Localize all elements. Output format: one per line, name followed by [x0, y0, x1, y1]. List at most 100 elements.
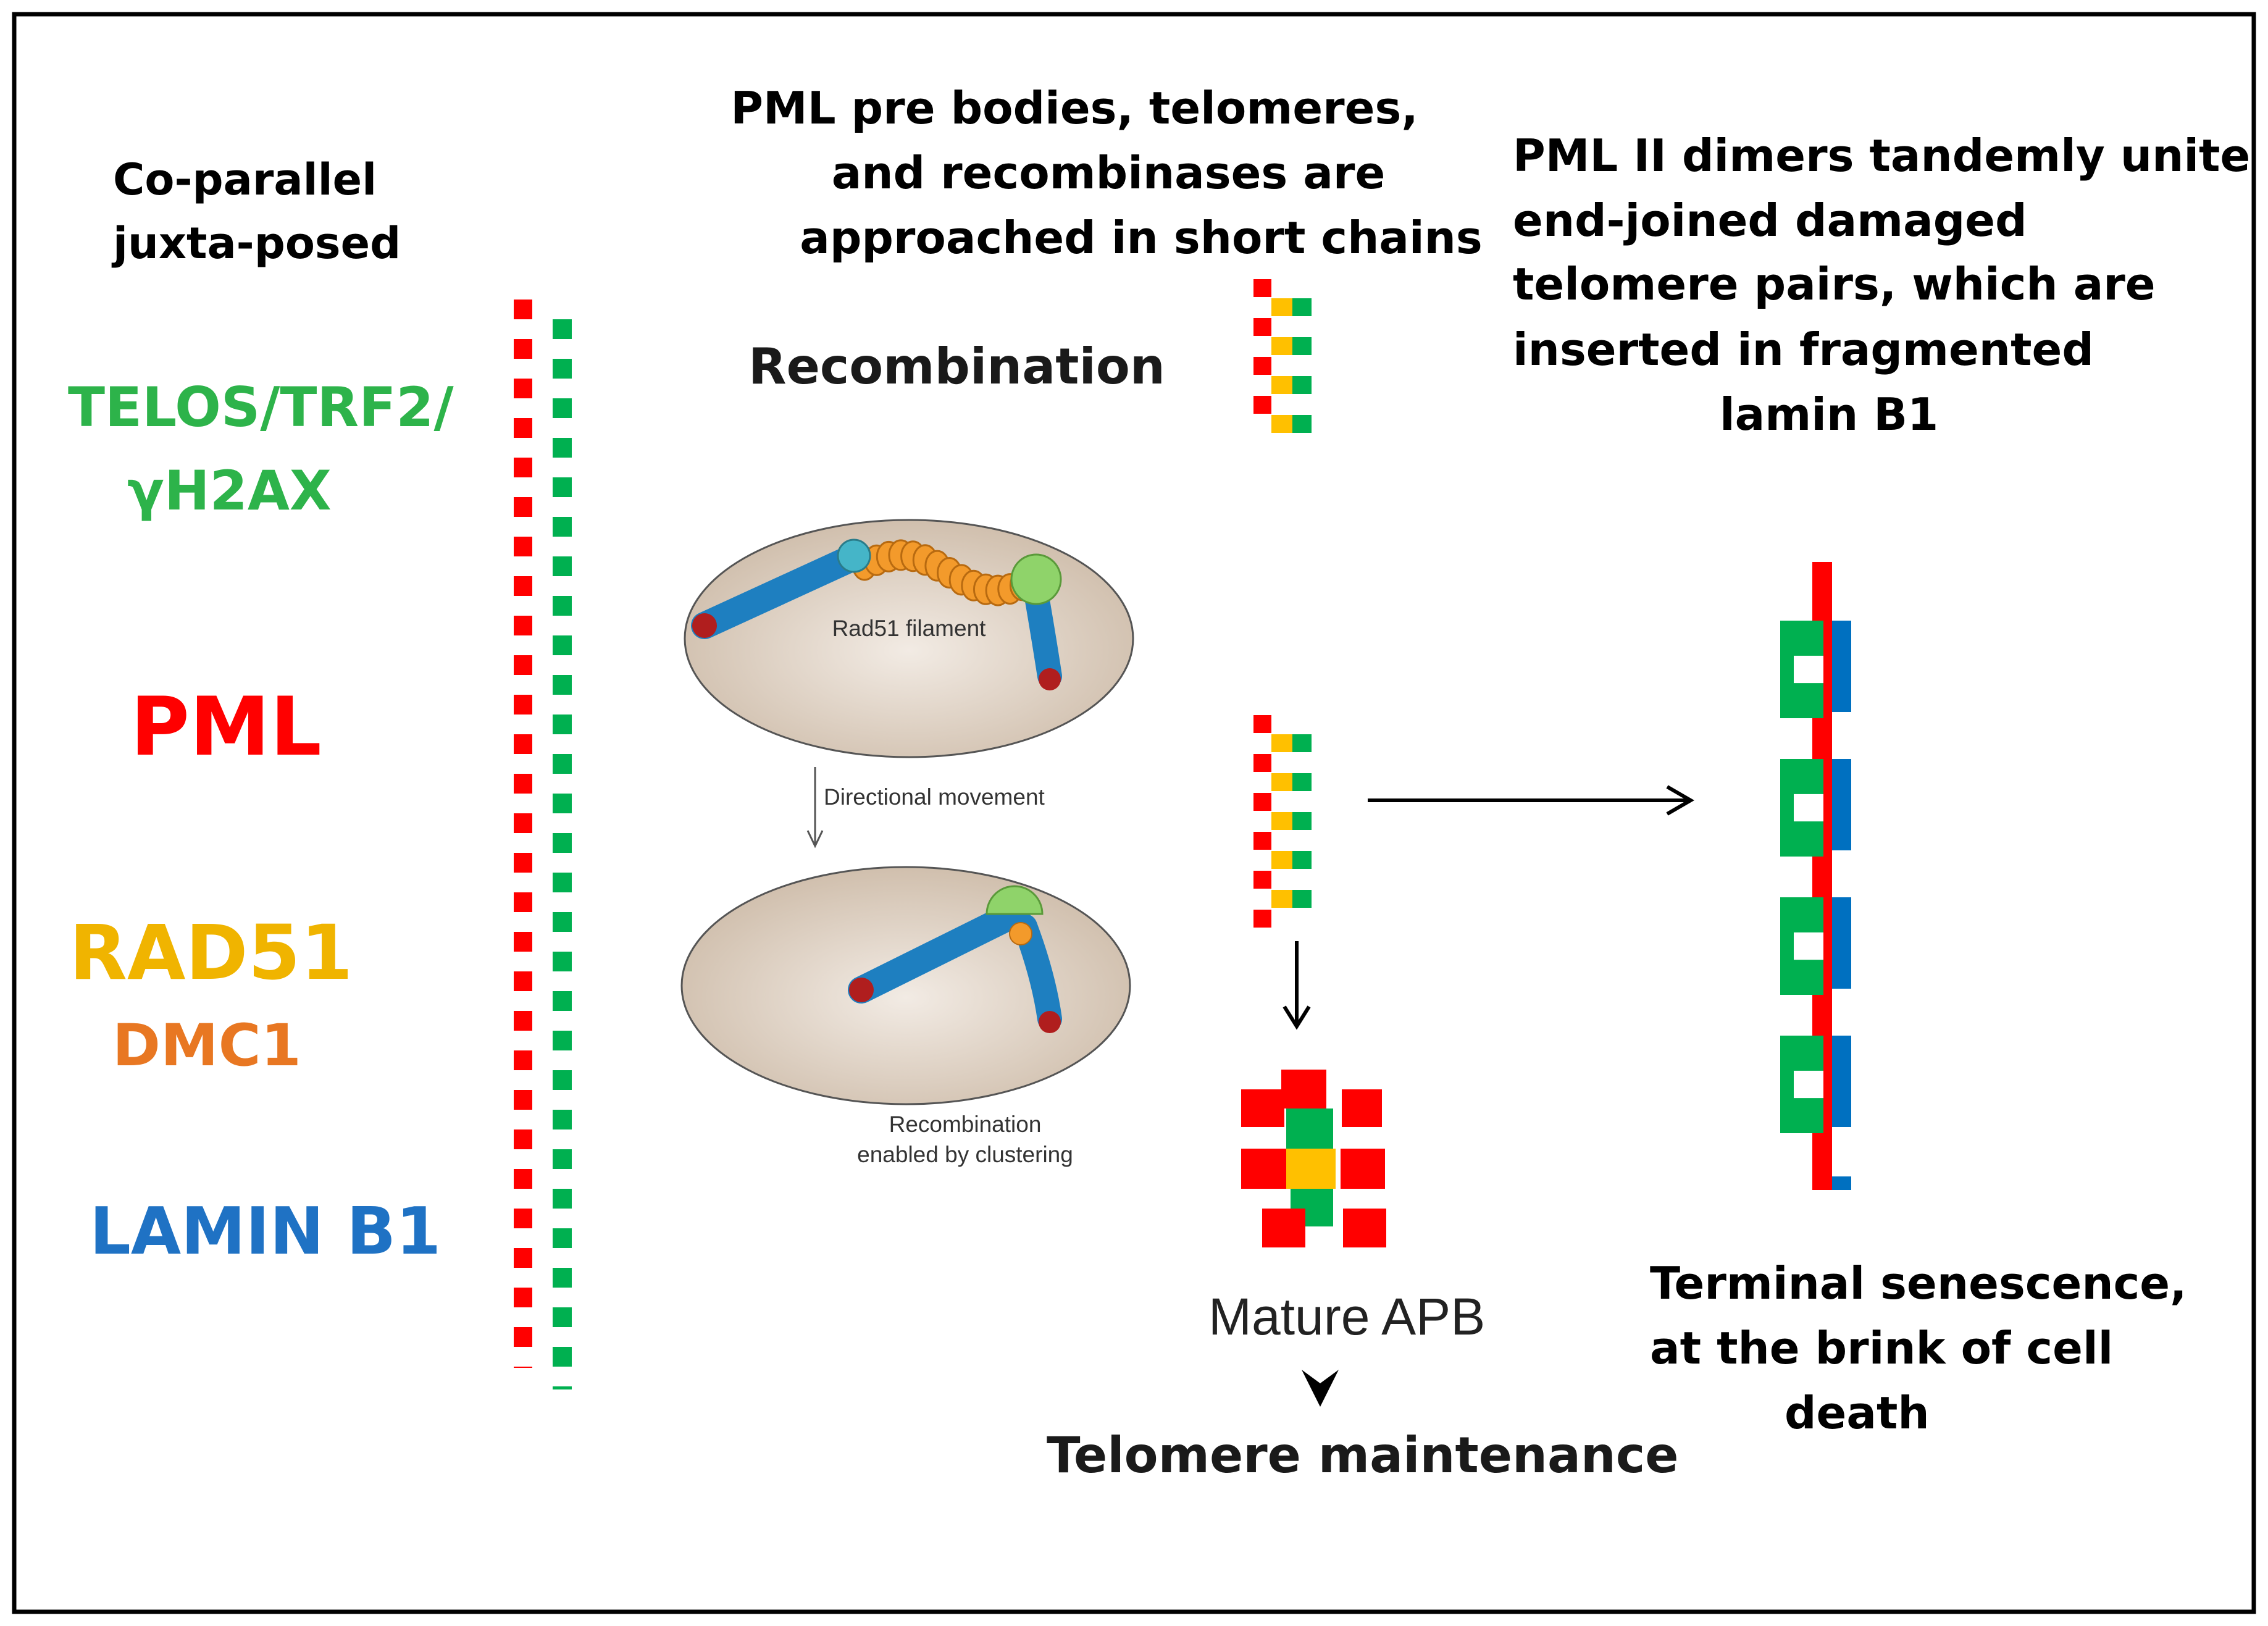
telomere-dash [553, 556, 572, 576]
pml-block [1281, 1070, 1326, 1108]
pml-dash [514, 1011, 532, 1031]
lamin-blue-bar [1832, 1036, 1851, 1127]
right-footer-line: at the brink of cell [1650, 1322, 2113, 1374]
cell-rad51-filament: Rad51 filament [684, 519, 1134, 758]
pml-dash [514, 1288, 532, 1307]
pml-block [1341, 1149, 1385, 1189]
pml-dash [514, 853, 532, 873]
chromosome-left [848, 901, 1027, 1004]
label-lamin: LAMIN B1 [90, 1194, 441, 1269]
telomere-dash [553, 1347, 572, 1367]
rad51-square [1271, 890, 1292, 908]
pml-dash [514, 932, 532, 952]
pml-dash [514, 300, 532, 319]
left-heading-line: juxta-posed [111, 218, 401, 269]
pml-square [1253, 793, 1271, 811]
green-dome [1010, 553, 1062, 605]
pml-dash [514, 734, 532, 754]
rad51-square [1271, 298, 1292, 316]
telomere-dash [553, 1149, 572, 1169]
pml-dash [514, 774, 532, 794]
short-chain-middle [1253, 715, 1312, 928]
telomere-dash [553, 873, 572, 892]
rad51-square [1271, 337, 1292, 355]
pml-square [1253, 832, 1271, 850]
pml-dash [514, 379, 532, 398]
telomere-end [849, 978, 874, 1002]
telomere-dash [553, 635, 572, 655]
pml-dash [514, 537, 532, 556]
rad51-square [1271, 415, 1292, 433]
telomere-dash [553, 359, 572, 379]
pml-square [1253, 715, 1271, 733]
telomere-dash [553, 319, 572, 339]
label-pml: PML [130, 679, 322, 774]
pml-dash [514, 616, 532, 635]
pml-dash [514, 655, 532, 675]
mature-apb-label: Mature APB [1208, 1288, 1485, 1346]
lamin-blue-bar [1832, 759, 1851, 850]
pml-dash [514, 339, 532, 359]
c-block-notch [1794, 1070, 1823, 1099]
clustering-label-line: Recombination [889, 1112, 1042, 1137]
telomere-end [692, 613, 717, 638]
telomere-dash [553, 794, 572, 813]
telomere-dash [553, 517, 572, 537]
telomere-dash [553, 991, 572, 1011]
rad51-square [1271, 812, 1292, 830]
directional-arrowhead [806, 830, 824, 849]
pml-square [1253, 910, 1271, 928]
directional-movement-label: Directional movement [824, 784, 1045, 810]
right-footer-line: death [1785, 1387, 1930, 1439]
lamin-telomere-structure [1780, 562, 1851, 1190]
telomere-dash [553, 1228, 572, 1248]
telomere-dash [553, 912, 572, 932]
c-block-notch [1794, 932, 1823, 960]
telomere-maintenance-label: Telomere maintenance [1047, 1427, 1679, 1484]
rad51-block [1286, 1149, 1336, 1189]
pml-dash [514, 497, 532, 517]
lamin-blue-bar [1832, 1176, 1851, 1190]
telomere-dash [553, 754, 572, 774]
pml-dash [514, 418, 532, 438]
lamin-blue-bar [1832, 621, 1851, 712]
telomere-square [1292, 337, 1312, 355]
pml-dash [514, 1327, 532, 1347]
recombination-label: Recombination [748, 338, 1165, 395]
right-heading-line: PML II dimers tandemly unite [1513, 130, 2250, 182]
nucleus-ellipse [680, 866, 1131, 1105]
telomere-square [1292, 890, 1312, 908]
pml-square [1253, 279, 1271, 297]
telomere-dash [553, 477, 572, 497]
pml-dash [514, 971, 532, 991]
rad51-filament-label: Rad51 filament [832, 616, 987, 641]
telomere-dash [553, 1189, 572, 1209]
pml-square [1253, 396, 1271, 414]
telomere-dash [553, 675, 572, 695]
telomere-dash [553, 438, 572, 458]
pml-dash [514, 458, 532, 477]
rad51-square [1271, 851, 1292, 869]
pml-dash [514, 813, 532, 833]
telomere-square [1292, 298, 1312, 316]
right-heading-line: telomere pairs, which are [1513, 258, 2156, 310]
pml-dash [514, 1209, 532, 1228]
telomere-dash [553, 398, 572, 418]
telomere-square [1292, 734, 1312, 752]
teal-ball [837, 539, 871, 573]
left-heading-line: Co-parallel [113, 154, 377, 205]
pml-dash [514, 1090, 532, 1110]
telomere-square [1292, 851, 1312, 869]
telomere-dash [553, 596, 572, 616]
orange-ball [1009, 922, 1032, 945]
telomere-block [1286, 1108, 1333, 1149]
pml-block [1342, 1089, 1382, 1127]
label-telos: TELOS/TRF2/ [68, 375, 454, 439]
telomere-dash [553, 1307, 572, 1327]
pml-square [1253, 318, 1271, 336]
telomere-square [1292, 415, 1312, 433]
co-parallel-columns [514, 300, 572, 1389]
telomere-square [1292, 376, 1312, 394]
label-rad51: RAD51 [69, 909, 353, 997]
